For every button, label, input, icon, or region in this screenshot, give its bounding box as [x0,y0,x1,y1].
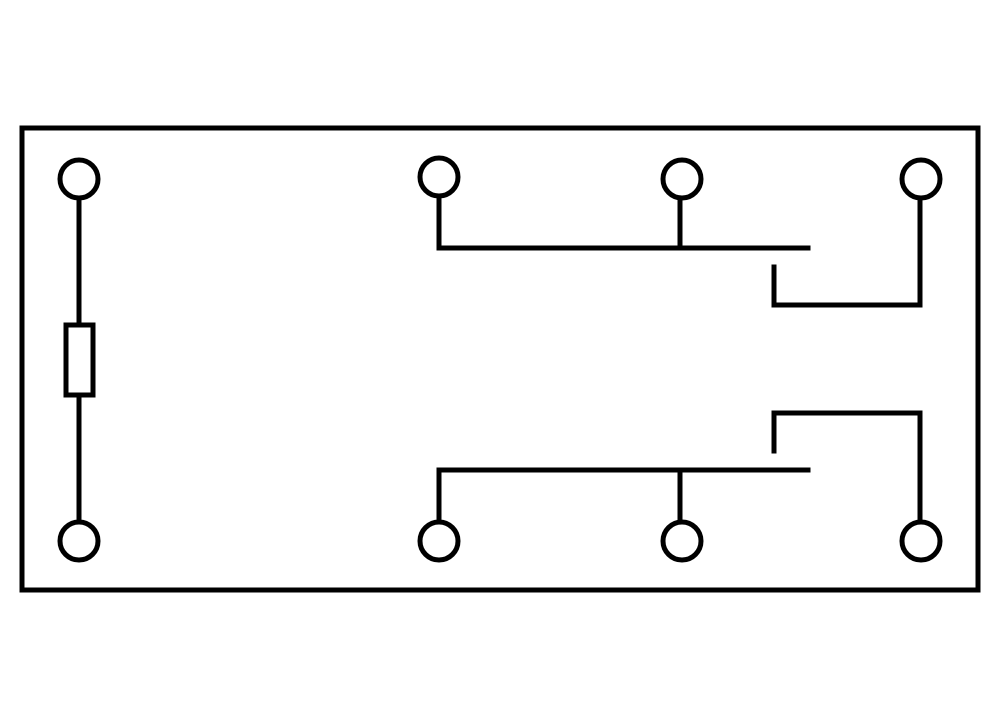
lower-no-contact [771,410,923,525]
pin-coil-bottom [57,519,101,563]
pin-lower-no [899,519,943,563]
pin-coil-top [57,157,101,201]
pin-upper-nc [660,157,704,201]
pin-upper-common [417,155,461,199]
pin-lower-common [417,519,461,563]
coil-resistor-symbol [63,322,96,398]
upper-no-contact [771,195,923,308]
relay-package-outline [19,125,981,593]
pin-upper-no [899,157,943,201]
pin-lower-nc [660,519,704,563]
